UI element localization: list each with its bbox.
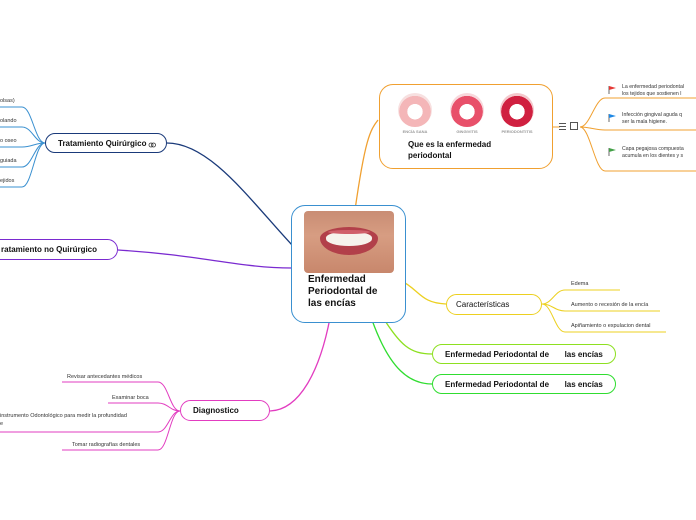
link-icon[interactable]	[570, 122, 578, 130]
smile-image	[304, 211, 394, 273]
connector-note-2	[579, 126, 696, 131]
label-encia-sana: ENCÍA SANA	[402, 129, 428, 134]
connector-diag-1	[62, 381, 181, 412]
connector-no-quirurgico	[117, 249, 293, 269]
que-es-title-2: periodontal	[408, 151, 452, 160]
gum	[328, 230, 370, 234]
no-quirurgico-label: ratamiento no Quirúrgico	[1, 245, 98, 254]
note-1-line-2: los tejidos que sostienen l	[622, 91, 682, 97]
diagnostico-node[interactable]: Diagnostico	[180, 400, 270, 421]
gingivitis-image	[450, 93, 484, 127]
quir-item-1[interactable]: olsas)	[0, 98, 15, 104]
quir-item-3[interactable]: o oseo	[0, 138, 17, 144]
blue-flag-icon	[608, 114, 616, 122]
red-flag-icon	[608, 86, 616, 94]
periodontitis-image	[500, 93, 534, 127]
notes-icon[interactable]	[559, 122, 566, 130]
green-branch-1-label: Enfermedad Periodontal de las encías	[445, 349, 603, 359]
diag-item-instrumento[interactable]: instrumento Odontológico para medir la p…	[0, 413, 127, 419]
green-branch-2[interactable]: Enfermedad Periodontal de las encías	[432, 374, 616, 394]
diag-item-antecedentes[interactable]: Revisar antecedantes médicos	[67, 374, 143, 380]
connector-car-3	[541, 303, 666, 333]
caracteristicas-label: Características	[456, 300, 510, 309]
caracteristicas-node[interactable]: Características	[446, 294, 542, 315]
green-flag-icon	[608, 148, 616, 156]
label-periodontitis: PERIODONTITIS	[501, 129, 533, 134]
quirurgico-label: Tratamiento Quirúrgico	[58, 138, 147, 148]
no-quirurgico-node[interactable]: ratamiento no Quirúrgico	[0, 239, 118, 260]
note-3-line-1: Capa pegajosa compuesta	[622, 146, 684, 152]
connector-car-1	[541, 289, 620, 305]
connector-note-3	[579, 126, 696, 172]
teeth	[326, 232, 372, 246]
healthy-gum-image	[398, 93, 432, 127]
green-branch-2-label: Enfermedad Periodontal de las encías	[445, 379, 603, 389]
diagnostico-label: Diagnostico	[193, 406, 239, 415]
connector-car-2	[541, 303, 660, 312]
diag-item-instrumento-cont: e	[0, 421, 4, 427]
central-node[interactable]: Enfermedad Periodontal de las encías	[291, 205, 406, 323]
connector-diag-2	[108, 402, 181, 412]
connector-quir-2	[0, 126, 46, 144]
central-title-1: Enfermedad	[308, 274, 366, 285]
connector-note-1	[579, 97, 696, 128]
connector-que-es	[354, 119, 379, 211]
green-branch-1[interactable]: Enfermedad Periodontal de las encías	[432, 344, 616, 364]
connector-diagnostico	[269, 317, 331, 412]
note-1-line-1: La enfermedad periodontal	[622, 84, 685, 90]
quir-item-5[interactable]: ejidos	[0, 178, 15, 184]
que-es-title-1: Que es la enfermedad	[408, 140, 492, 149]
connector-quirurgico	[166, 142, 293, 246]
diag-item-examinar[interactable]: Examinar boca	[112, 395, 149, 401]
connector-green2	[371, 319, 433, 385]
note-2-line-2: ser la mala higiene.	[622, 119, 667, 125]
quirurgico-node[interactable]: Tratamiento Quirúrgico	[45, 133, 167, 153]
connector-diag-4	[62, 410, 181, 451]
car-item-apinamiento[interactable]: Apiñamiento o expulacion dental	[571, 323, 651, 329]
connector-green1	[381, 315, 433, 355]
central-title-2: Periodontal de	[308, 286, 378, 297]
diag-item-radiografias[interactable]: Tomar radiografías dentales	[72, 442, 141, 448]
quir-item-2[interactable]: olando	[0, 118, 17, 124]
note-2-line-1: Infección gingival aguda q	[622, 112, 682, 118]
connector-quir-3	[0, 142, 46, 148]
car-item-aumento[interactable]: Aumento o recesión de la encía	[571, 302, 649, 308]
connector-quir-1	[0, 106, 46, 144]
connector-caracteristicas	[399, 279, 447, 305]
quir-item-4[interactable]: guiada	[0, 158, 17, 164]
central-title-3: las encías	[308, 298, 356, 309]
link-icon[interactable]	[148, 141, 156, 149]
car-item-edema[interactable]: Edema	[571, 281, 589, 287]
connector-quir-5	[0, 142, 46, 188]
que-es-node[interactable]: ENCÍA SANA GINGIVITIS PERIODONTITIS Que …	[379, 84, 553, 169]
note-3-line-2: acumula en los dientes y s	[622, 153, 684, 159]
label-gingivitis: GINGIVITIS	[456, 129, 478, 134]
